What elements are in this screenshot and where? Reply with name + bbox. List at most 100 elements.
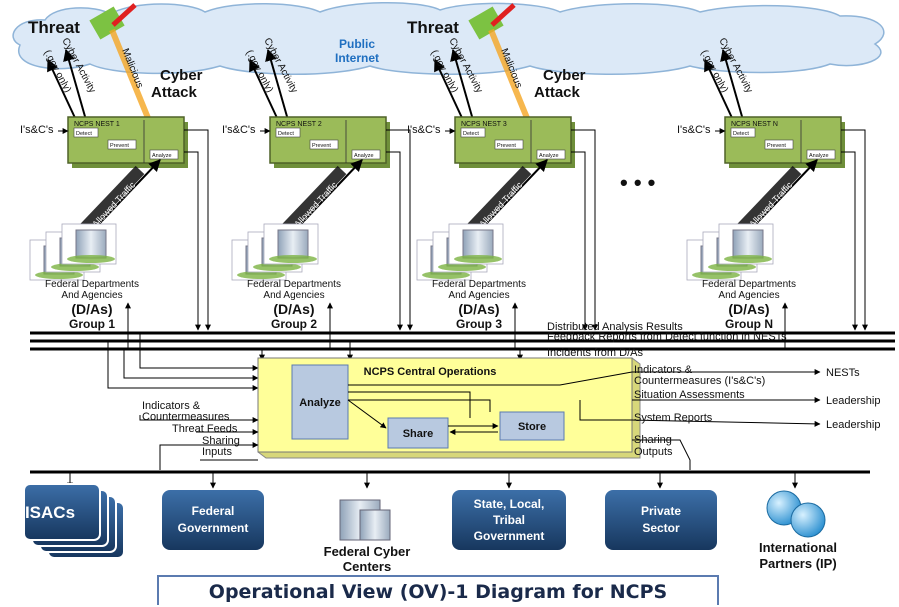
cyber-attack-label: Cyber bbox=[543, 67, 586, 84]
das-label: (D/As) bbox=[273, 301, 314, 317]
output-ic-label: Countermeasures (I's&C's) bbox=[634, 375, 765, 387]
sltg-label: Tribal bbox=[493, 513, 525, 527]
bus-label-incidents: Incidents from D/As bbox=[547, 347, 643, 359]
das-label: (D/As) bbox=[458, 301, 499, 317]
federal-government-label: Federal bbox=[192, 504, 235, 518]
nest-title: NCPS NEST 3 bbox=[461, 121, 507, 128]
input-ic-label: Indicators & bbox=[142, 400, 201, 412]
public-internet-cloud: Public Internet bbox=[12, 2, 885, 76]
distribution-line bbox=[30, 470, 870, 489]
nest-analyze-label: Analyze bbox=[152, 153, 172, 159]
nest-title: NCPS NEST 2 bbox=[276, 121, 322, 128]
nest-detect-label: Detect bbox=[76, 131, 92, 137]
allowed-traffic-label: Allowed Traffic bbox=[747, 179, 794, 229]
central-title: NCPS Central Operations bbox=[364, 366, 497, 378]
partner-private-sector: Private Sector bbox=[605, 490, 717, 550]
ics-label: I's&C's bbox=[20, 124, 54, 136]
group-label: Group 3 bbox=[456, 317, 502, 331]
central-operations: NCPS Central Operations Analyze Share St… bbox=[257, 357, 641, 459]
partner-federal-cyber-centers: Federal Cyber Centers bbox=[324, 499, 411, 574]
partner-isacs: ISACs bbox=[23, 483, 125, 559]
group-label: Group N bbox=[725, 317, 773, 331]
threat-icon bbox=[468, 6, 504, 40]
bus-label-distributed: Distributed Analysis Results bbox=[547, 321, 683, 333]
allowed-traffic-label: Allowed Traffic bbox=[477, 179, 524, 229]
international-partners-label: International bbox=[759, 540, 837, 555]
international-partners-label: Partners (IP) bbox=[759, 556, 836, 571]
partner-international: International Partners (IP) bbox=[759, 490, 837, 571]
nest-analyze-label: Analyze bbox=[354, 153, 374, 159]
threat-arrow-icon bbox=[490, 3, 516, 27]
ellipsis: • • • bbox=[620, 170, 655, 195]
sltg-label: Government bbox=[474, 529, 545, 543]
nest-title: NCPS NEST N bbox=[731, 121, 778, 128]
threat-arrow-icon bbox=[111, 3, 137, 27]
cyber-attack-label: Attack bbox=[151, 84, 198, 101]
group-label: Group 1 bbox=[69, 317, 115, 331]
partner-federal-government: Federal Government bbox=[162, 490, 264, 550]
federal-cyber-centers-label: Federal Cyber bbox=[324, 544, 411, 559]
threat-label: Threat bbox=[28, 18, 80, 37]
output-lines bbox=[579, 369, 821, 470]
output-nests-label: NESTs bbox=[826, 367, 860, 379]
diagram-caption: Operational View (OV)-1 Diagram for NCPS bbox=[157, 575, 719, 605]
nest-analyze-label: Analyze bbox=[809, 153, 829, 159]
fed-da-label: And Agencies bbox=[61, 290, 122, 301]
sltg-label: State, Local, bbox=[474, 497, 545, 511]
federal-government-label: Government bbox=[178, 521, 249, 535]
diagram-canvas: Public Internet Threat Cyber Attack Thre… bbox=[12, 2, 895, 574]
private-sector-label: Sector bbox=[642, 521, 680, 535]
das-label: (D/As) bbox=[71, 301, 112, 317]
output-outputs-label: Outputs bbox=[634, 446, 673, 458]
output-leadership-label: Leadership bbox=[826, 419, 880, 431]
fed-da-label: And Agencies bbox=[448, 290, 509, 301]
threat-2: Threat Cyber Attack bbox=[407, 3, 586, 101]
central-share-label: Share bbox=[403, 428, 434, 440]
allowed-traffic-label: Allowed Traffic bbox=[292, 179, 339, 229]
nest-title: NCPS NEST 1 bbox=[74, 121, 120, 128]
ics-label: I's&C's bbox=[407, 124, 441, 136]
isacs-label: ISACs bbox=[25, 503, 75, 522]
fed-da-label: And Agencies bbox=[263, 290, 324, 301]
output-ic-label: Indicators & bbox=[634, 364, 693, 376]
nest-detect-label: Detect bbox=[733, 131, 749, 137]
attack-beam bbox=[109, 28, 151, 120]
input-sharing-label: Sharing bbox=[202, 435, 240, 447]
central-analyze-box bbox=[291, 364, 349, 440]
nest-prevent-label: Prevent bbox=[312, 143, 331, 149]
cyber-attack-label: Attack bbox=[534, 84, 581, 101]
output-sharing-label: Sharing bbox=[634, 434, 672, 446]
input-ic-label: Countermeasures bbox=[142, 411, 230, 423]
nest-prevent-label: Prevent bbox=[110, 143, 129, 149]
nest-prevent-label: Prevent bbox=[767, 143, 786, 149]
threat-label: Threat bbox=[407, 18, 459, 37]
allowed-traffic-label: Allowed Traffic bbox=[90, 179, 137, 229]
ics-label: I's&C's bbox=[222, 124, 256, 136]
nest-detect-label: Detect bbox=[463, 131, 479, 137]
attack-beam bbox=[488, 28, 530, 120]
nest-detect-label: Detect bbox=[278, 131, 294, 137]
cloud-label-internet: Internet bbox=[335, 51, 379, 65]
group-label: Group 2 bbox=[271, 317, 317, 331]
nest-analyze-label: Analyze bbox=[539, 153, 559, 159]
cyber-attack-label: Cyber bbox=[160, 67, 203, 84]
input-inputs-label: Inputs bbox=[202, 446, 232, 458]
input-lines bbox=[139, 415, 259, 470]
fed-da-label: And Agencies bbox=[718, 290, 779, 301]
central-store-box bbox=[499, 411, 565, 441]
fed-da-label: Federal Departments bbox=[432, 279, 526, 290]
central-share-box bbox=[387, 417, 449, 449]
threat-1: Threat Cyber Attack bbox=[28, 3, 203, 101]
globe-icon bbox=[790, 502, 826, 538]
threat-icon bbox=[89, 6, 125, 40]
ics-label: I's&C's bbox=[677, 124, 711, 136]
nest-prevent-label: Prevent bbox=[497, 143, 516, 149]
bus-lines: Distributed Analysis Results Feedback Re… bbox=[30, 321, 895, 359]
input-threat-feeds-label: Threat Feeds bbox=[172, 423, 238, 435]
output-leadership-label: Leadership bbox=[826, 395, 880, 407]
central-store-label: Store bbox=[518, 421, 546, 433]
cloud-label-public: Public bbox=[339, 37, 375, 51]
